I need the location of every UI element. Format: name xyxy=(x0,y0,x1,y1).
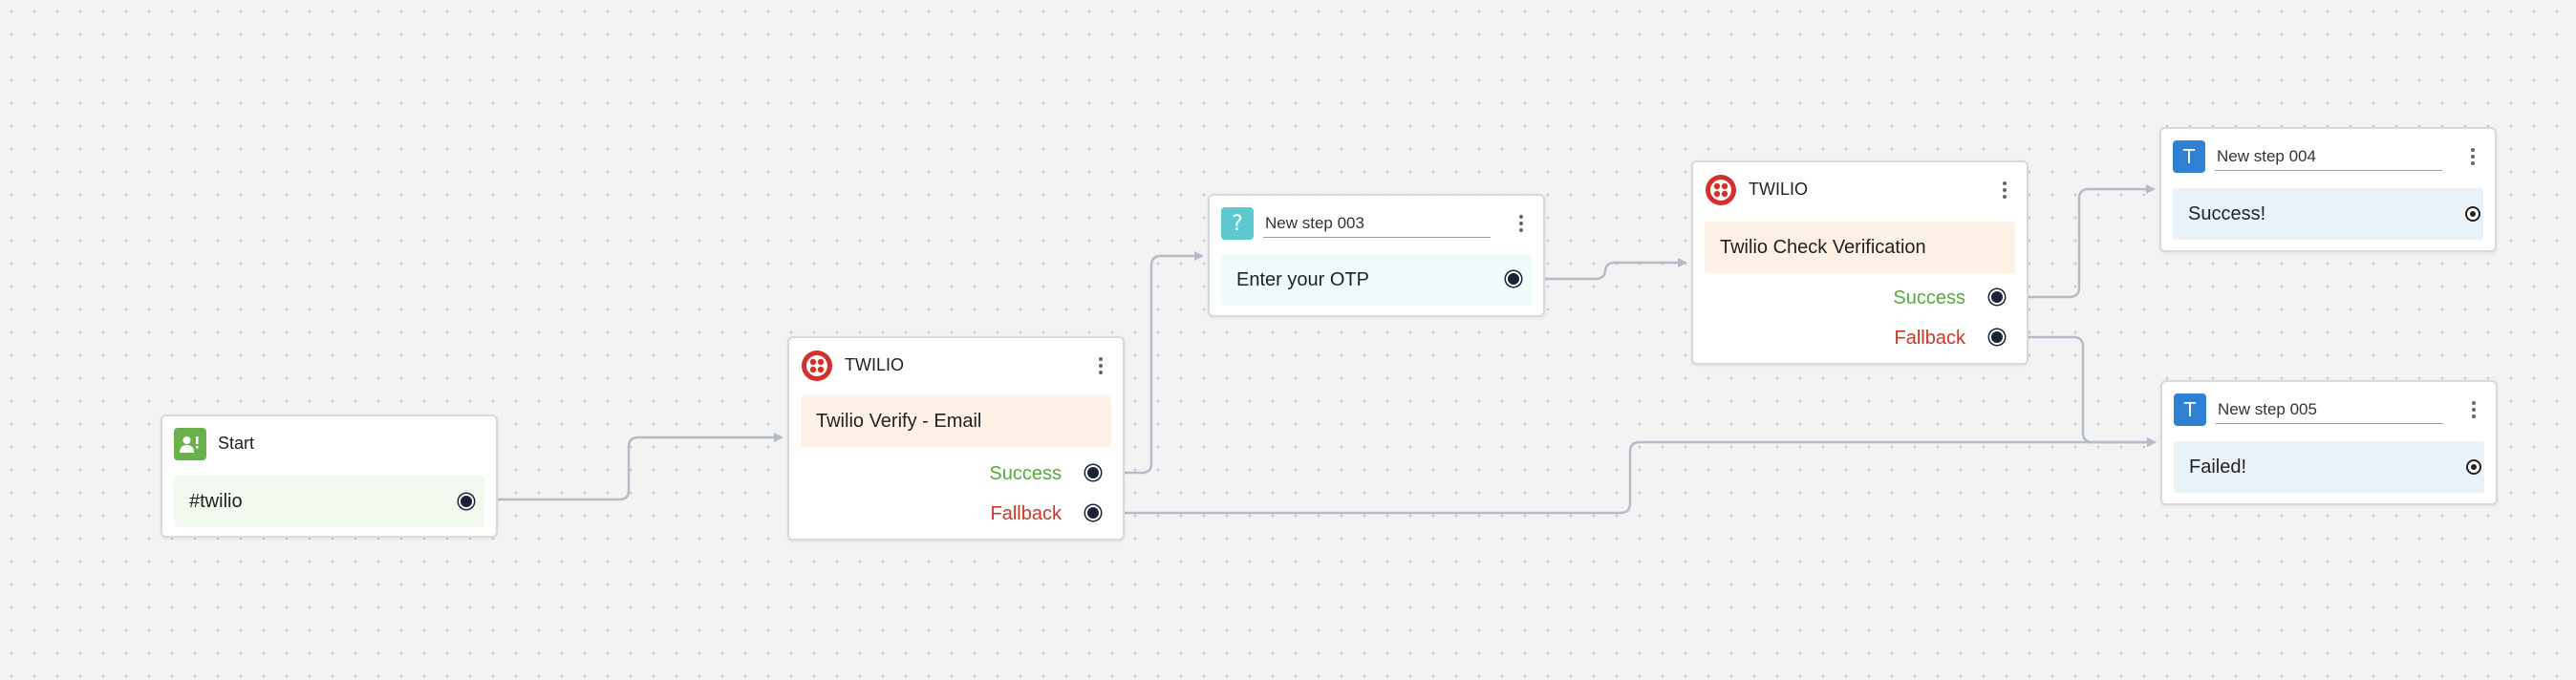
step-004-message[interactable]: Success! xyxy=(2173,188,2483,240)
trigger-keyword: #twilio xyxy=(189,490,243,512)
verify-success-label: Success xyxy=(989,463,1062,484)
start-output-port[interactable] xyxy=(459,494,474,509)
verify-fallback-port[interactable] xyxy=(1085,505,1101,521)
edge-otp-to-check xyxy=(1512,258,1687,281)
check-success-label: Success xyxy=(1893,287,1965,308)
edge-start-to-verify xyxy=(465,433,784,501)
text-icon: T xyxy=(2174,393,2206,426)
twilio-icon xyxy=(801,350,833,382)
more-options-icon[interactable] xyxy=(2467,395,2480,424)
step-004-header: T xyxy=(2161,129,2495,186)
edge-check-fallback-to-step005 xyxy=(1995,335,2157,447)
message-text: Success! xyxy=(2188,202,2266,224)
text-icon: T xyxy=(2173,140,2205,173)
question-icon: ? xyxy=(1221,207,1254,240)
edge-verify-fallback-to-step005 xyxy=(1092,437,2157,515)
twilio-verify-header: TWILIO xyxy=(789,338,1123,395)
step-004-end-port xyxy=(2465,206,2480,222)
start-node[interactable]: Start #twilio xyxy=(161,414,498,538)
more-options-icon[interactable] xyxy=(2466,142,2479,171)
twilio-check-header: TWILIO xyxy=(1693,162,2027,220)
verify-fallback-label: Fallback xyxy=(990,503,1062,524)
step-003-output-port[interactable] xyxy=(1506,271,1521,287)
verify-success-port[interactable] xyxy=(1085,465,1101,480)
step-004-node[interactable]: T Success! xyxy=(2159,127,2497,252)
step-title-input[interactable] xyxy=(2216,395,2443,424)
more-options-icon[interactable] xyxy=(1514,209,1528,238)
action-label: Twilio Verify - Email xyxy=(816,410,982,432)
twilio-verify-title: TWILIO xyxy=(845,355,904,374)
person-chat-icon xyxy=(174,428,206,460)
twilio-icon xyxy=(1705,174,1737,206)
step-title-input[interactable] xyxy=(1263,209,1491,238)
step-003-node[interactable]: ? Enter your OTP xyxy=(1208,194,1545,317)
more-options-icon[interactable] xyxy=(1094,351,1107,380)
twilio-check-action[interactable]: Twilio Check Verification xyxy=(1705,222,2015,273)
edge-verify-success-to-otp xyxy=(1092,251,1204,475)
start-node-trigger[interactable]: #twilio xyxy=(174,476,484,527)
step-003-header: ? xyxy=(1210,196,1543,253)
step-005-header: T xyxy=(2162,382,2496,439)
step-005-node[interactable]: T Failed! xyxy=(2160,380,2498,505)
step-005-message[interactable]: Failed! xyxy=(2174,441,2484,493)
twilio-check-node[interactable]: TWILIO Twilio Check Verification Success… xyxy=(1691,160,2029,365)
question-text: Enter your OTP xyxy=(1236,268,1369,290)
check-success-port[interactable] xyxy=(1989,289,2005,305)
step-title-input[interactable] xyxy=(2215,142,2442,171)
message-text: Failed! xyxy=(2189,456,2247,478)
twilio-check-title: TWILIO xyxy=(1749,180,1808,199)
twilio-verify-action[interactable]: Twilio Verify - Email xyxy=(801,395,1111,447)
start-node-title: Start xyxy=(218,434,255,453)
step-003-question[interactable]: Enter your OTP xyxy=(1221,254,1532,306)
twilio-verify-node[interactable]: TWILIO Twilio Verify - Email Success Fal… xyxy=(787,336,1125,541)
start-node-header: Start xyxy=(162,416,496,474)
action-label: Twilio Check Verification xyxy=(1720,236,1926,258)
more-options-icon[interactable] xyxy=(1998,176,2011,204)
step-005-end-port xyxy=(2466,459,2481,475)
check-fallback-port[interactable] xyxy=(1989,329,2005,345)
edge-check-success-to-step004 xyxy=(1995,184,2156,299)
check-fallback-label: Fallback xyxy=(1894,328,1965,349)
